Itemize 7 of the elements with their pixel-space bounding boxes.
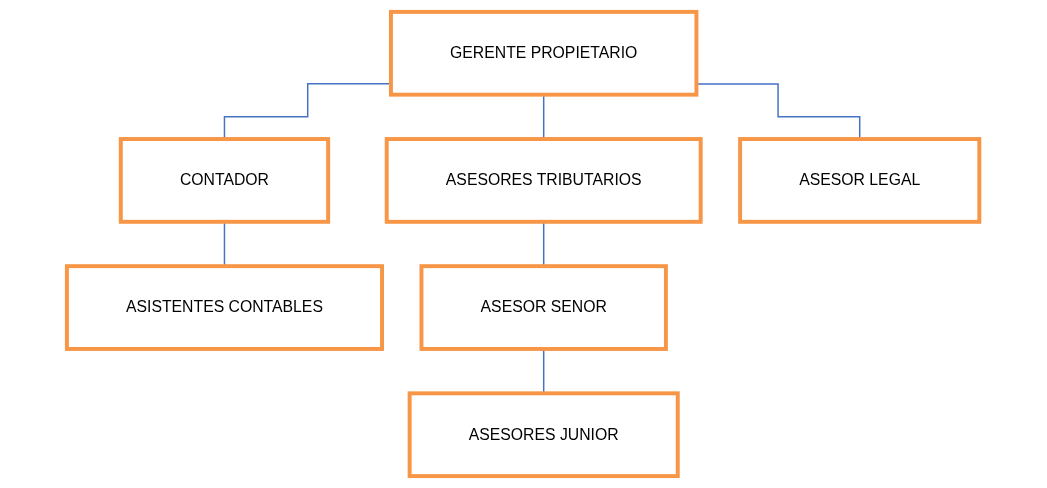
node-box: CONTADOR [119,137,331,224]
node-box: ASESORES JUNIOR [408,391,681,479]
node-box: ASESOR SENOR [419,264,669,351]
node-box: ASESOR LEGAL [738,137,982,224]
node-box: ASISTENTES CONTABLES [65,264,385,351]
node-box: GERENTE PROPIETARIO [389,9,699,97]
node-box: ASESORES TRIBUTARIOS [385,137,704,224]
